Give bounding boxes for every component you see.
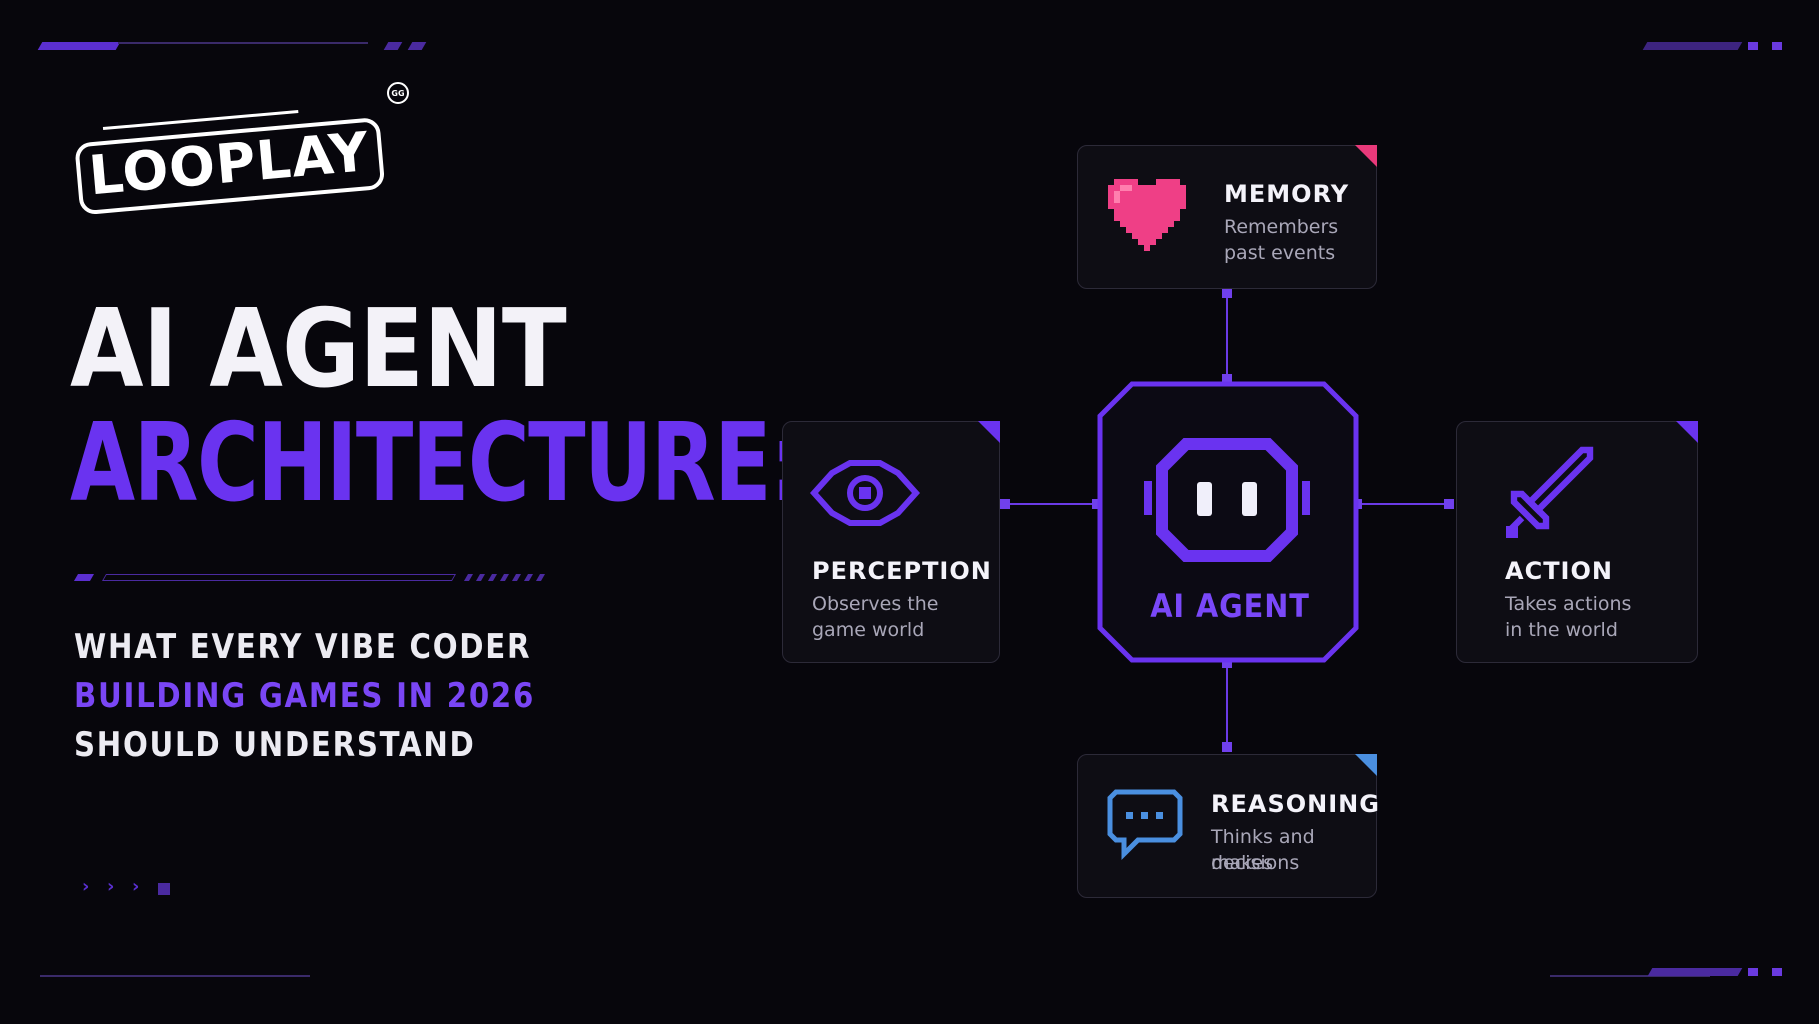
headline-line-2: ARCHITECTURE: (70, 401, 804, 526)
robot-face-icon (1144, 438, 1310, 562)
memory-title: MEMORY (1224, 180, 1350, 208)
action-node (1456, 421, 1698, 663)
chevron-right-icon: › (107, 876, 115, 897)
eye-icon (810, 460, 920, 526)
looplay-logo: LOOPLAY (73, 99, 390, 216)
reasoning-desc-line-2: decisions (1211, 852, 1300, 874)
memory-desc-line-1: Remembers (1224, 216, 1339, 238)
logo-text: LOOPLAY (86, 120, 372, 208)
subtitle-line-1: WHAT EVERY VIBE CODER (74, 627, 532, 667)
subtitle-line-3: SHOULD UNDERSTAND (74, 725, 476, 765)
speech-bubble-icon (1107, 789, 1183, 861)
action-desc-line-2: in the world (1505, 619, 1618, 641)
logo-badge: GG (387, 82, 409, 104)
reasoning-node (1077, 754, 1377, 898)
perception-node (782, 421, 1000, 663)
pixel-sword-icon (1506, 446, 1594, 538)
reasoning-title: REASONING (1211, 790, 1380, 818)
perception-title: PERCEPTION (812, 557, 992, 585)
action-title: ACTION (1505, 557, 1613, 585)
memory-desc-line-2: past events (1224, 242, 1336, 264)
headline-line-1: AI AGENT (70, 287, 567, 412)
perception-desc-line-1: Observes the (812, 593, 939, 615)
chevron-right-icon: › (132, 876, 140, 897)
chevron-right-icon: › (82, 876, 90, 897)
subtitle-line-2: BUILDING GAMES IN 2026 (74, 676, 536, 716)
pixel-heart-icon (1108, 179, 1186, 251)
perception-desc-line-2: game world (812, 619, 925, 641)
square-marker-icon (158, 883, 170, 895)
action-desc-line-1: Takes actions (1505, 593, 1632, 615)
ai-agent-label: AI AGENT (1150, 587, 1310, 625)
reasoning-desc-line-1: Thinks and makes (1211, 826, 1315, 874)
